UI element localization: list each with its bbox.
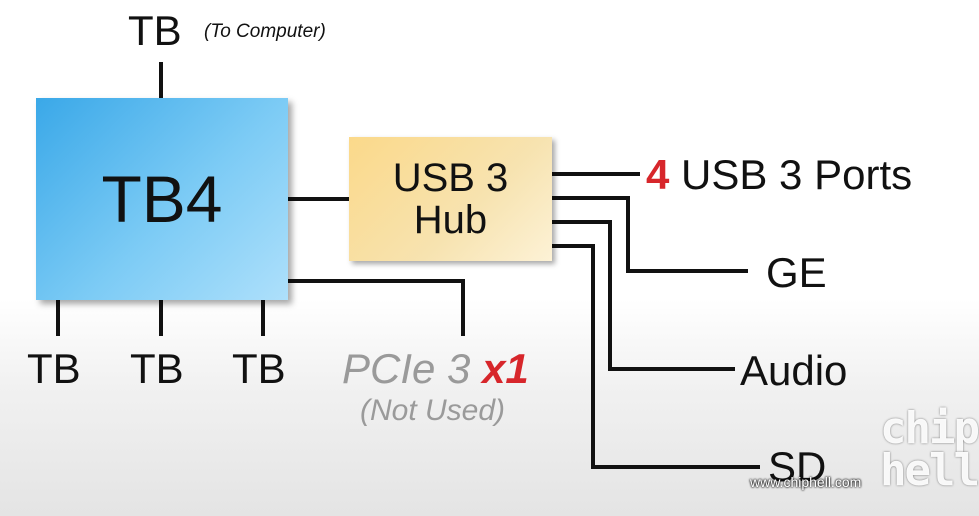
usb-hub-block: USB 3 Hub bbox=[349, 137, 552, 261]
usb-hub-line1: USB 3 bbox=[392, 156, 509, 200]
bottom-tb-label-1: TB bbox=[27, 345, 81, 392]
pcie-lanes: x1 bbox=[482, 345, 529, 392]
bottom-tb-label-2: TB bbox=[130, 345, 184, 392]
output-ge-label: GE bbox=[766, 249, 827, 296]
watermark-logo-line2: hell bbox=[880, 444, 979, 496]
output-audio-label: Audio bbox=[740, 347, 848, 394]
usb-hub-line2: Hub bbox=[413, 198, 488, 242]
bottom-tb-label-3: TB bbox=[232, 345, 286, 392]
watermark-url: www.chiphell.com bbox=[750, 474, 862, 490]
pcie-label-row: PCIe 3 x1 bbox=[342, 348, 529, 390]
top-tb-note: (To Computer) bbox=[204, 21, 326, 42]
line-pcie bbox=[288, 279, 465, 336]
line-ge bbox=[552, 196, 748, 273]
output-sd-label: SD bbox=[768, 443, 827, 490]
tb4-label: TB4 bbox=[101, 162, 223, 236]
watermark-logo-line1: chip bbox=[880, 403, 979, 454]
usb-ports-label: USB 3 Ports bbox=[669, 151, 913, 198]
top-tb-label: TB bbox=[128, 7, 182, 54]
pcie-note: (Not Used) bbox=[360, 394, 506, 427]
tb4-block: TB4 bbox=[36, 98, 288, 300]
pcie-label: PCIe 3 bbox=[342, 345, 483, 392]
usb-ports-count: 4 bbox=[646, 151, 670, 198]
line-sd bbox=[552, 244, 760, 469]
line-audio bbox=[552, 220, 735, 371]
usb-ports-label-row: 4 USB 3 Ports bbox=[646, 154, 912, 196]
